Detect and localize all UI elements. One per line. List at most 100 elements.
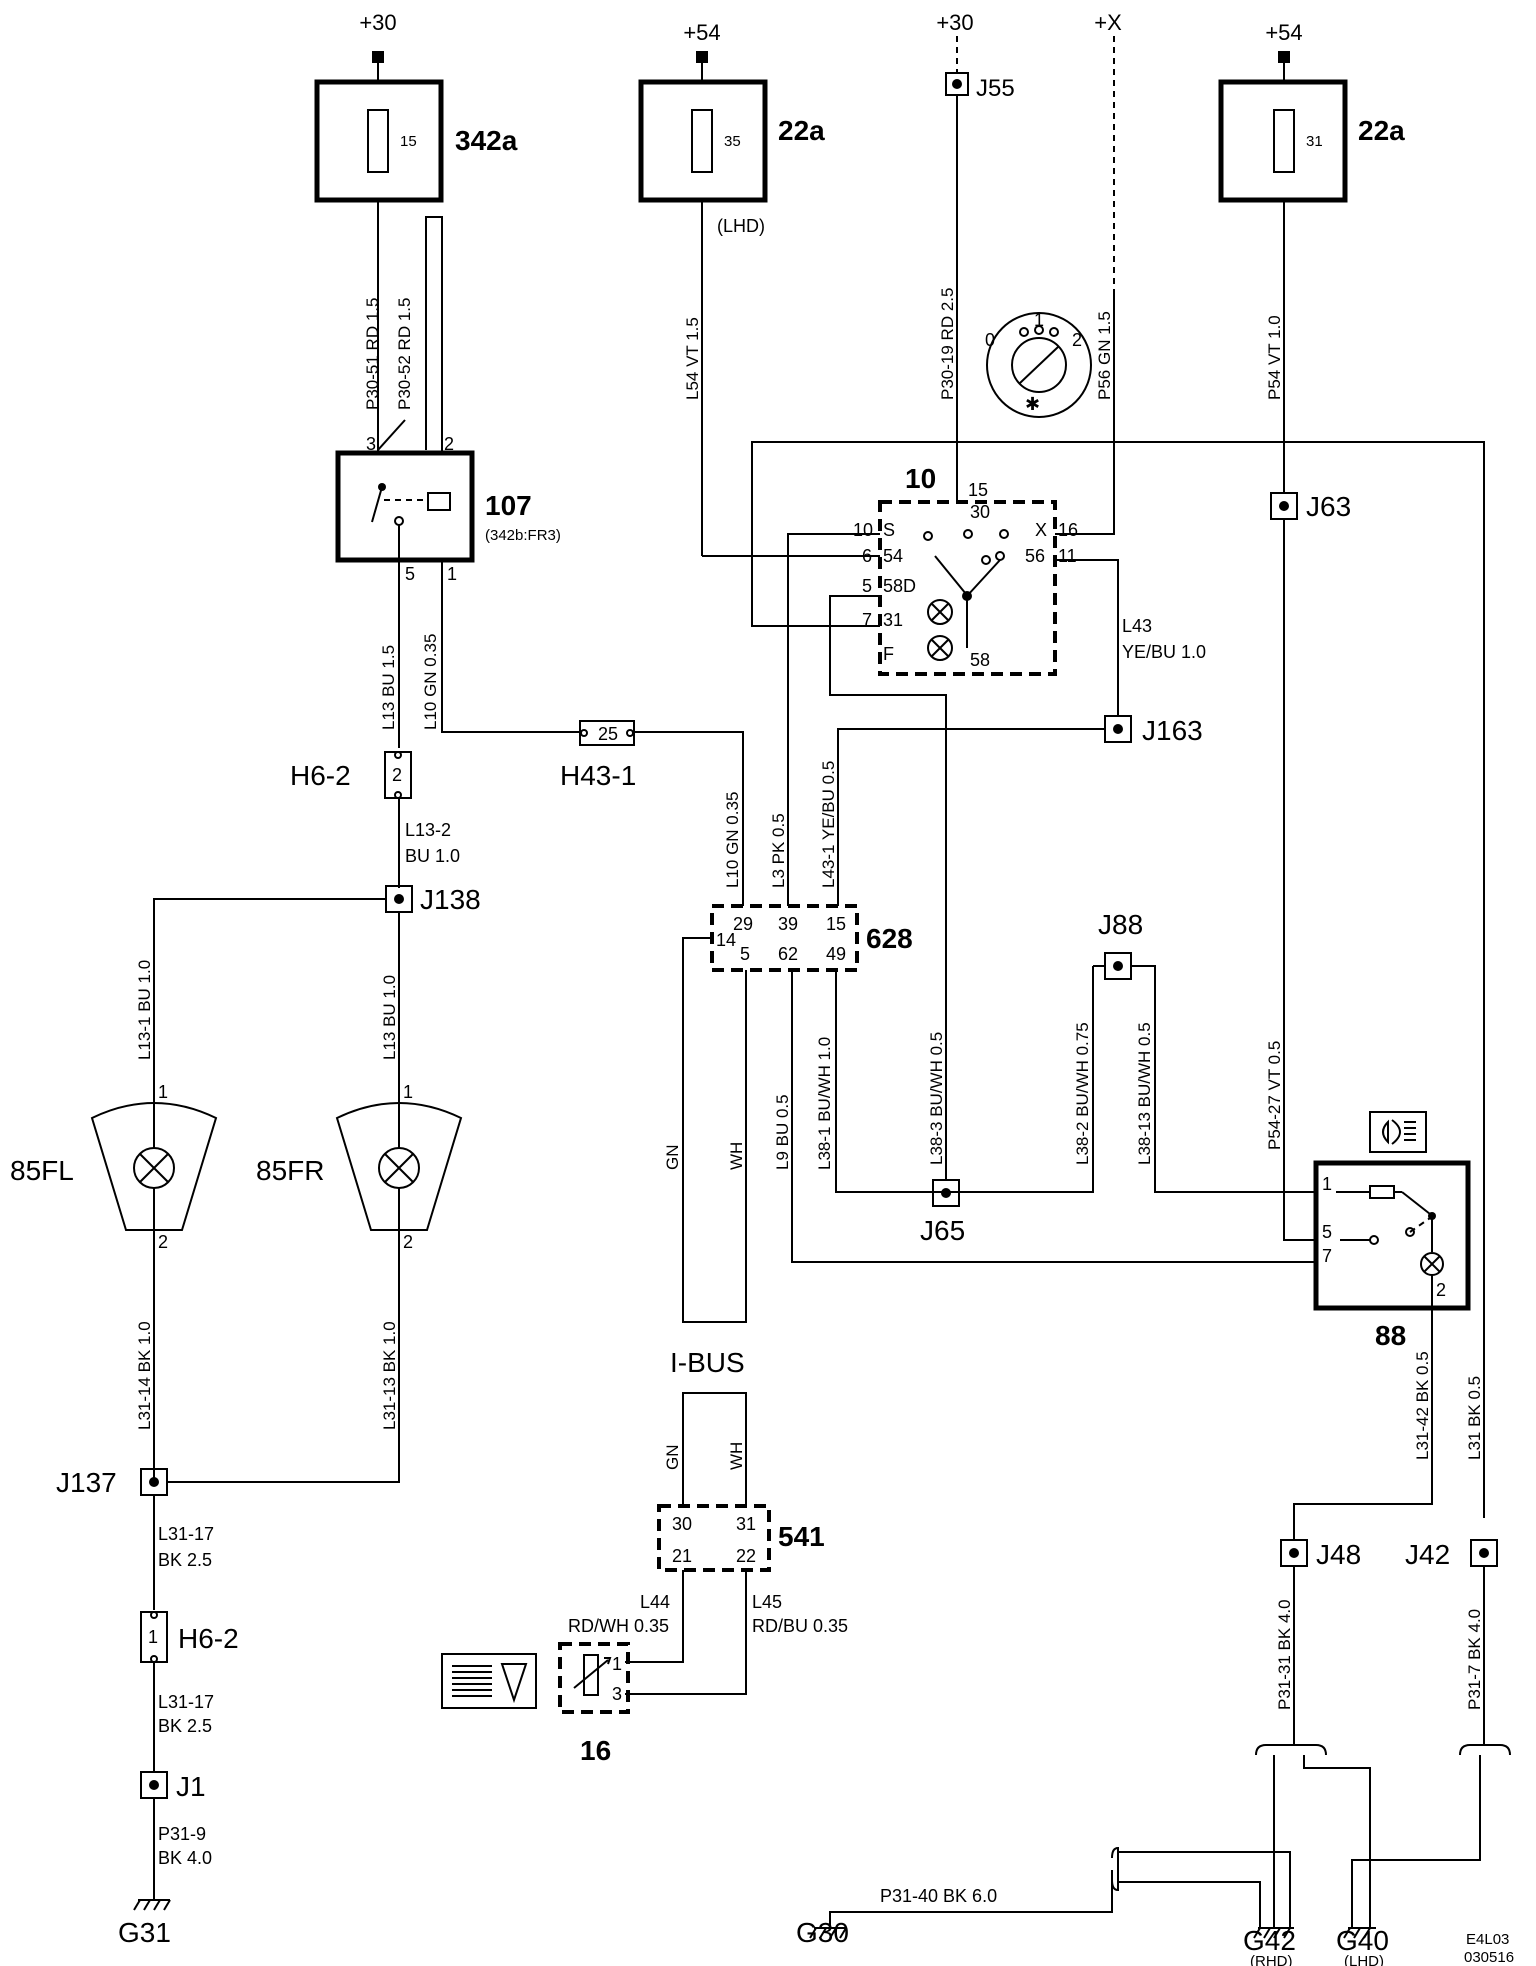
switch-pin: 11 xyxy=(1058,546,1077,566)
terminal-p54-right xyxy=(1278,51,1290,63)
module-pin: 1 xyxy=(612,1654,622,1674)
connector-pin: 2 xyxy=(392,765,402,785)
ground-label: G40 xyxy=(1336,1925,1389,1956)
wire-label: P30-51 RD 1.5 xyxy=(363,298,382,410)
fuse-label: 22a xyxy=(778,115,825,146)
junction-label: J88 xyxy=(1098,909,1143,940)
wire-label: L13-1 BU 1.0 xyxy=(135,960,154,1060)
module-pin: 29 xyxy=(733,914,753,934)
switch-pin: 5 xyxy=(862,576,872,596)
right-ground-chain: J48 J42 P31-31 BK 4.0 P31-7 BK 4.0 P31-4… xyxy=(796,1539,1511,1966)
wire-label: P56 GN 1.5 xyxy=(1095,311,1114,400)
wire-label: L31-14 BK 1.0 xyxy=(135,1321,154,1430)
headlamp-symbol-icon xyxy=(1369,1111,1427,1153)
wire-label: L9 BU 0.5 xyxy=(773,1094,792,1170)
module-pin: 21 xyxy=(672,1546,692,1566)
module-pin: 7 xyxy=(1322,1246,1332,1266)
knob-position: 0 xyxy=(985,330,995,350)
switch-pin: 31 xyxy=(883,610,903,630)
bus-label: I-BUS xyxy=(670,1347,745,1378)
wire-label: L45 xyxy=(752,1592,782,1612)
relay-pin: 5 xyxy=(405,564,415,584)
fuse-number: 15 xyxy=(400,133,417,150)
supply-terminals: +30 +54 +30 +X +54 xyxy=(359,10,1303,290)
switch-pin: 7 xyxy=(862,610,872,630)
wire-label: L31-42 BK 0.5 xyxy=(1413,1351,1432,1460)
relay-pin: 2 xyxy=(444,434,454,454)
lamp-pin: 1 xyxy=(158,1082,168,1102)
wire-label: L54 VT 1.5 xyxy=(683,317,702,400)
wires-switch: L54 VT 1.5 P30-19 RD 2.5 P56 GN 1.5 L43 … xyxy=(683,95,1485,1518)
junction-j138: J138 L13-1 BU 1.0 L13 BU 1.0 xyxy=(135,884,481,1100)
wire-label: P54-27 VT 0.5 xyxy=(1265,1041,1284,1150)
wire-label: L38-3 BU/WH 0.5 xyxy=(927,1032,946,1165)
bus-wire-label: WH xyxy=(727,1442,746,1470)
module-pin: 5 xyxy=(1322,1222,1332,1242)
wire-label: L31-13 BK 1.0 xyxy=(380,1321,399,1430)
knob-position: 1 xyxy=(1034,310,1044,330)
wire-label: L31-17 xyxy=(158,1524,214,1544)
supply-label: +54 xyxy=(1265,20,1302,45)
wire-label: L38-1 BU/WH 1.0 xyxy=(815,1037,834,1170)
module-88: 1 5 7 2 88 L31-42 BK 0.5 L31 BK 0.5 xyxy=(1293,1160,1484,1540)
supply-label: +30 xyxy=(936,10,973,35)
fuse-22a-right: 31 22a xyxy=(1218,63,1405,203)
wire-label: BK 2.5 xyxy=(158,1716,212,1736)
junction-label: J163 xyxy=(1142,715,1203,746)
ground-label: G31 xyxy=(118,1917,171,1948)
wire-label: BK 2.5 xyxy=(158,1550,212,1570)
light-switch-10: 10 15 30 10 S X 16 6 54 56 11 5 58D 7 31… xyxy=(853,463,1078,676)
switch-pin: 54 xyxy=(883,546,903,566)
wire-label: P54 VT 1.0 xyxy=(1265,315,1284,400)
wires-left: L13 BU 1.5 L10 GN 0.35 xyxy=(379,560,744,905)
relay-label: 107 xyxy=(485,490,532,521)
junction-label: J48 xyxy=(1316,1539,1361,1570)
rotary-knob-icon: 0 1 2 ✱ xyxy=(985,310,1092,418)
ground-label: G42 xyxy=(1243,1925,1296,1956)
wire-label: RD/BU 0.35 xyxy=(752,1616,848,1636)
ground-note: (LHD) xyxy=(1344,1953,1384,1966)
diagram-code-text: E4L03 xyxy=(1466,1931,1509,1948)
ground-note: (RHD) xyxy=(1250,1953,1293,1966)
switch-label: 10 xyxy=(905,463,936,494)
relay-sub: (342b:FR3) xyxy=(485,527,561,544)
module-pin: 39 xyxy=(778,914,798,934)
junction-label: J42 xyxy=(1405,1539,1450,1570)
wire-label: L38-13 BU/WH 0.5 xyxy=(1135,1022,1154,1165)
wire-label: L10 GN 0.35 xyxy=(421,634,440,730)
connector-h6-2-top: 2 H6-2 L13-2 BU 1.0 xyxy=(290,751,460,888)
module-pin: 31 xyxy=(736,1514,756,1534)
switch-pin: 58D xyxy=(883,576,916,596)
lamp-85fr: 1 2 85FR L31-14 BK 1.0 L31-13 BK 1.0 xyxy=(135,1082,463,1483)
wire-label: P31-40 BK 6.0 xyxy=(880,1886,997,1906)
module-pin: 22 xyxy=(736,1546,756,1566)
wire-label: L10 GN 0.35 xyxy=(723,792,742,888)
module-pin: 49 xyxy=(826,944,846,964)
wire-label: L13-2 xyxy=(405,820,451,840)
wire-label: L43 xyxy=(1122,616,1152,636)
module-pin: 5 xyxy=(740,944,750,964)
junction-label: J138 xyxy=(420,884,481,915)
module-16: 1 3 16 xyxy=(558,1642,630,1766)
connector-label: H6-2 xyxy=(290,760,351,791)
module-label: 541 xyxy=(778,1521,825,1552)
left-ground-chain: J137 L31-17 BK 2.5 1 H6-2 L31-17 BK 2.5 … xyxy=(56,1467,239,1948)
junction-label: J1 xyxy=(176,1771,206,1802)
fuse-label: 22a xyxy=(1358,115,1405,146)
wire-label: L44 xyxy=(640,1592,670,1612)
junction-label: J65 xyxy=(920,1215,965,1246)
bus-wire-label: WH xyxy=(727,1142,746,1170)
connector-pin: 1 xyxy=(148,1627,158,1647)
wire-label: P30-52 RD 1.5 xyxy=(395,298,414,410)
switch-pin: 30 xyxy=(970,502,990,522)
fuse-number: 31 xyxy=(1306,133,1323,150)
switch-pin: F xyxy=(883,644,894,664)
wire-label: P31-9 xyxy=(158,1824,206,1844)
module-pin: 1 xyxy=(1322,1174,1332,1194)
diagram-code: E4L03 030516 xyxy=(1464,1931,1514,1966)
module-label: 628 xyxy=(866,923,913,954)
switch-pin: 56 xyxy=(1025,546,1045,566)
wire-label: P31-7 BK 4.0 xyxy=(1465,1609,1484,1710)
wire-label: L3 PK 0.5 xyxy=(769,813,788,888)
